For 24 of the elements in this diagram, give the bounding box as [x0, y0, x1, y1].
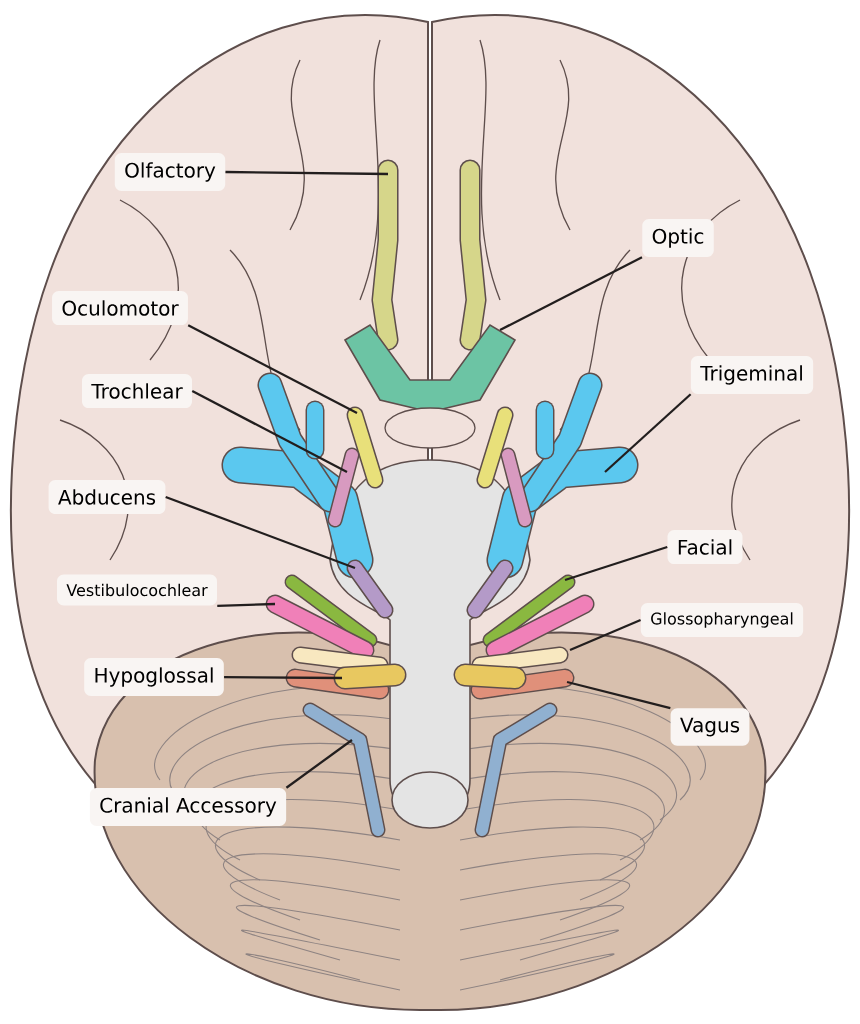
leader-line [499, 256, 643, 331]
nerve-label: Olfactory [114, 153, 226, 191]
nerve-label: Abducens [48, 479, 166, 515]
nerve-label: Vagus [670, 708, 750, 746]
leader-line [165, 495, 356, 570]
leader-line [187, 324, 358, 414]
leader-line [604, 393, 692, 473]
nerve-label: Oculomotor [52, 290, 188, 326]
nerve-label: Facial [667, 529, 743, 565]
leader-line [217, 602, 276, 607]
leader-line [569, 618, 642, 652]
leader-line [191, 390, 348, 473]
nerve-label: Glossopharyngeal [640, 602, 804, 638]
leader-line [224, 675, 343, 680]
leader-line [225, 170, 389, 176]
nerve-label: Trigeminal [690, 356, 814, 394]
nerve-label: Trochlear [82, 373, 192, 409]
leader-line [564, 545, 668, 582]
nerve-label: Cranial Accessory [89, 788, 287, 826]
nerve-label: Hypoglossal [84, 658, 224, 696]
nerve-label: Optic [642, 219, 714, 257]
leader-line [285, 739, 353, 789]
leader-line [566, 680, 671, 710]
nerve-label: Vestibulocochlear [57, 574, 217, 606]
